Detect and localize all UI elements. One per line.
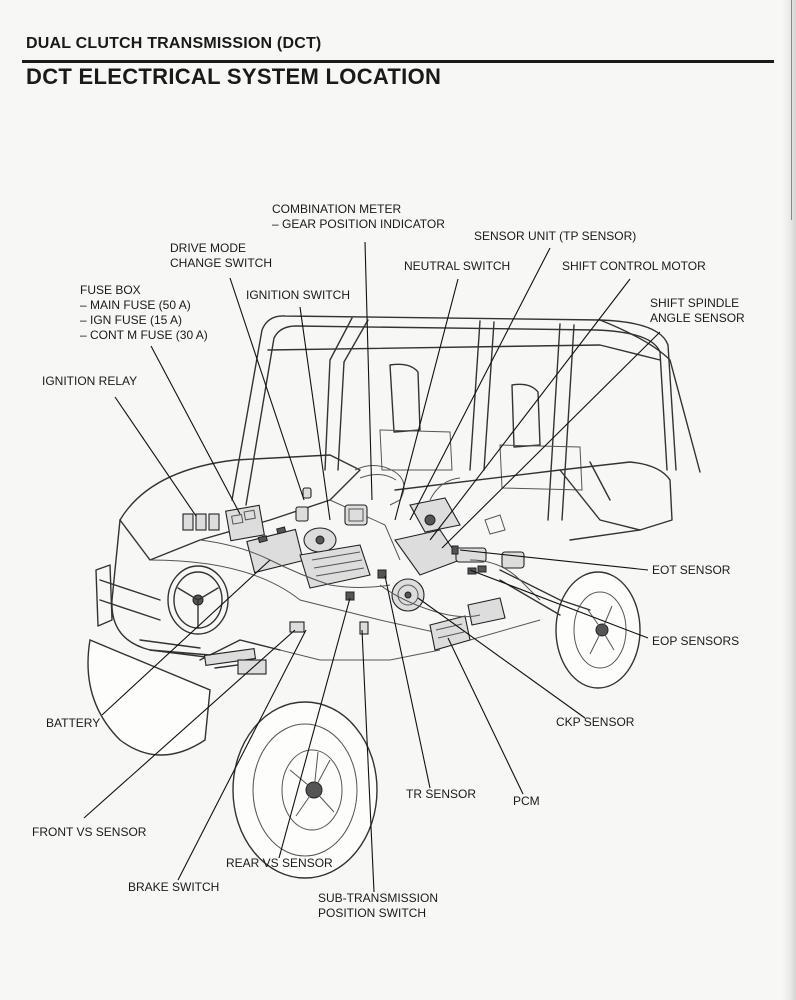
label-brake-switch: BRAKE SWITCH: [128, 880, 220, 894]
page-edge-shadow: [782, 0, 796, 1000]
label-sub-transmission-position-switch: SUB-TRANSMISSION POSITION SWITCH: [318, 891, 439, 920]
label-front-vs-sensor: FRONT VS SENSOR: [32, 825, 147, 839]
steering-wheel: [167, 565, 229, 635]
label-battery: BATTERY: [46, 716, 101, 730]
roll-cage: [231, 315, 701, 521]
label-shift-control-motor: SHIFT CONTROL MOTOR: [562, 259, 706, 273]
label-shift-spindle-angle-sensor: SHIFT SPINDLE ANGLE SENSOR: [650, 296, 745, 325]
label-ignition-switch: IGNITION SWITCH: [246, 288, 350, 302]
page-title: DCT ELECTRICAL SYSTEM LOCATION: [26, 64, 442, 89]
title-rule: [22, 60, 774, 63]
leader-lines: [83, 241, 661, 893]
label-eop-sensors: EOP SENSORS: [652, 634, 740, 648]
wheels: [87, 571, 641, 879]
label-sensor-unit: SENSOR UNIT (TP SENSOR): [474, 229, 637, 243]
label-neutral-switch: NEUTRAL SWITCH: [404, 259, 511, 273]
seats: [379, 363, 583, 491]
label-rear-vs-sensor: REAR VS SENSOR: [226, 856, 333, 870]
label-ignition-relay: IGNITION RELAY: [42, 374, 138, 388]
label-pcm: PCM: [513, 794, 540, 808]
label-fuse-box: FUSE BOX – MAIN FUSE (50 A) – IGN FUSE (…: [80, 283, 208, 342]
label-drive-mode-change-switch: DRIVE MODE CHANGE SWITCH: [170, 241, 272, 270]
engine-components: [182, 465, 541, 651]
label-tr-sensor: TR SENSOR: [406, 787, 477, 801]
label-ckp-sensor: CKP SENSOR: [556, 715, 635, 729]
section-title: DUAL CLUTCH TRANSMISSION (DCT): [26, 35, 322, 52]
label-eot-sensor: EOT SENSOR: [652, 563, 731, 577]
label-combination-meter: COMBINATION METER – GEAR POSITION INDICA…: [272, 202, 445, 231]
